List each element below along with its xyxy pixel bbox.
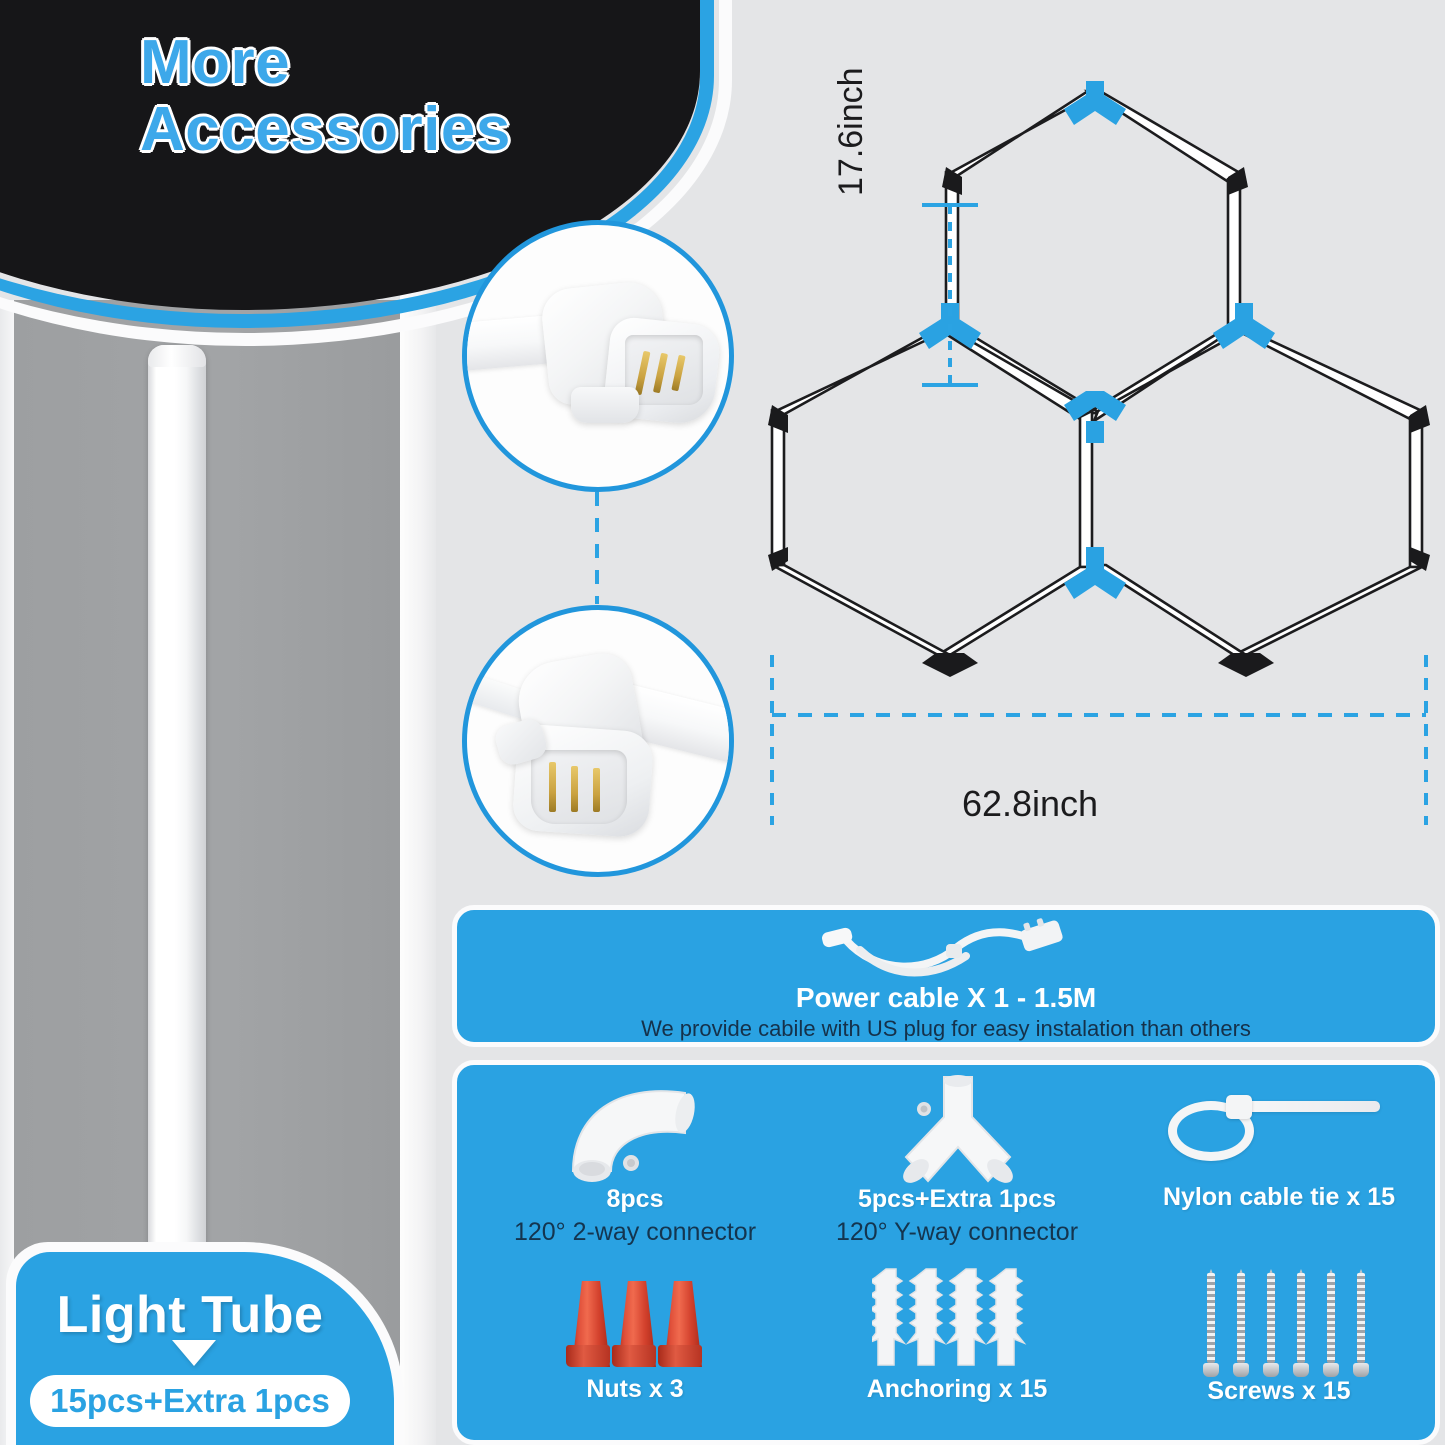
kit-item-cable-tie: Nylon cable tie x 15 — [1129, 1079, 1429, 1212]
vertical-dimension-label: 17.6inch — [832, 67, 870, 196]
elbow-connector-icon — [555, 1075, 715, 1185]
callout-y-connector — [462, 605, 734, 877]
kit-item-nuts: Nuts x 3 — [485, 1265, 785, 1404]
light-tube-quantity-badge: 15pcs+Extra 1pcs — [30, 1375, 350, 1427]
horizontal-dimension — [770, 655, 1428, 825]
cable-tie-icon — [1164, 1079, 1394, 1183]
callout-connector-line — [595, 492, 599, 604]
callout-2way-photo — [467, 225, 729, 487]
callout-2way-connector — [462, 220, 734, 492]
light-tube-title: Light Tube — [56, 1286, 324, 1344]
light-tube-panel: Light Tube 15pcs+Extra 1pcs — [0, 0, 450, 1445]
contact-pin — [593, 768, 600, 812]
page-title: More Accessories — [140, 28, 560, 164]
wire-nut-icon — [555, 1265, 715, 1375]
kit-item-name: Nylon cable tie x 15 — [1162, 1183, 1396, 1211]
kit-item-name: 120° Y-way connector — [835, 1218, 1079, 1246]
two-way-connectors — [768, 167, 1430, 677]
wall-anchor-icon — [865, 1265, 1042, 1375]
callout-y-photo — [467, 610, 729, 872]
power-cable-icon — [816, 918, 1076, 982]
y-connector-icon — [882, 1075, 1032, 1185]
kit-item-anchors: Anchoring x 15 — [807, 1265, 1107, 1404]
power-cable-card: Power cable X 1 - 1.5M We provide cabile… — [452, 905, 1440, 1047]
kit-item-name: 120° 2-way connector — [513, 1218, 757, 1246]
led-light-tube — [148, 345, 206, 1290]
kit-item-name: Screws x 15 — [1207, 1377, 1351, 1405]
kit-item-2way-connector: 8pcs 120° 2-way connector — [485, 1075, 785, 1247]
kit-item-name: Anchoring x 15 — [866, 1375, 1048, 1403]
power-cable-title: Power cable X 1 - 1.5M — [795, 982, 1097, 1013]
hexagon-svg — [768, 81, 1430, 825]
connector-socket — [531, 750, 627, 824]
hexagon-layout-diagram — [750, 55, 1445, 865]
page-title-line1: More — [140, 28, 291, 97]
kit-item-screws: Screws x 15 — [1129, 1261, 1429, 1406]
accessory-kit-card: 8pcs 120° 2-way connector 5pcs+Extra 1pc… — [452, 1060, 1440, 1445]
led-tube-cap — [148, 345, 206, 367]
horizontal-dimension-label: 62.8inch — [961, 783, 1099, 824]
contact-pin — [549, 762, 556, 812]
screw-icon — [1189, 1261, 1369, 1377]
power-cable-svg — [822, 918, 1063, 977]
kit-item-count: 8pcs — [606, 1185, 664, 1213]
kit-item-count: 5pcs+Extra 1pcs — [857, 1185, 1057, 1213]
vertical-dimension — [922, 203, 978, 387]
triangle-down-icon — [172, 1340, 216, 1366]
tube-edges — [769, 89, 1425, 657]
contact-pin — [571, 766, 578, 812]
y-way-connectors — [919, 81, 1275, 599]
power-cable-subtitle: We provide cabile with US plug for easy … — [641, 1016, 1251, 1041]
panel-right-edge — [400, 290, 436, 1445]
kit-item-y-connector: 5pcs+Extra 1pcs 120° Y-way connector — [807, 1075, 1107, 1247]
panel-left-edge — [0, 300, 16, 1445]
mounting-tab — [571, 387, 639, 423]
kit-item-name: Nuts x 3 — [586, 1375, 684, 1403]
page-title-line2: Accessories — [140, 94, 511, 164]
